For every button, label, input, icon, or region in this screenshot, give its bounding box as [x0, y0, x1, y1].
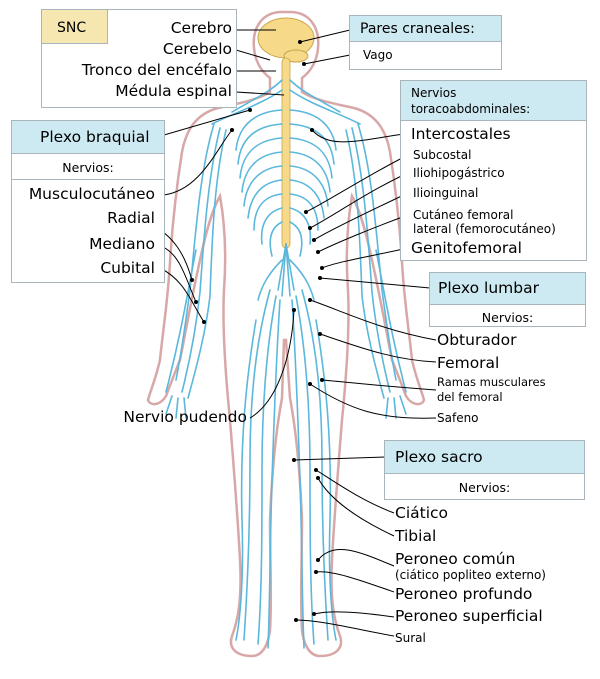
plexo-lumbar-subtitle: Nervios:	[481, 310, 534, 325]
body-outline	[146, 10, 426, 658]
plexo-sacro-header: Plexo sacro	[385, 441, 584, 474]
label-intercostales: Intercostales	[411, 125, 511, 143]
label-ciatico-popliteo-externo: (ciático popliteo externo)	[395, 568, 546, 582]
label-ilioinguinal: Ilioinguinal	[413, 186, 479, 200]
label-iliohipogastrico: Iliohipogástrico	[413, 166, 505, 180]
pares-craneales-header: Pares craneales:	[350, 16, 501, 42]
label-medula-espinal: Médula espinal	[115, 82, 232, 100]
plexo-braquial-subtitle: Nervios:	[62, 160, 114, 175]
spinal-cord	[281, 57, 291, 249]
plexo-braquial-box: Plexo braquial Nervios:	[11, 120, 165, 283]
plexo-sacro-subtitle-row: Nervios:	[385, 474, 584, 500]
label-nervio-pudendo: Nervio pudendo	[123, 408, 247, 426]
plexo-braquial-header: Plexo braquial	[12, 121, 164, 154]
pares-craneales-box: Pares craneales: Vago	[349, 15, 502, 70]
label-peroneo-profundo: Peroneo profundo	[395, 585, 533, 603]
label-cubital: Cubital	[100, 259, 155, 277]
label-ciatico: Ciático	[395, 504, 449, 522]
snc-title: SNC	[57, 20, 87, 36]
plexo-lumbar-subtitle-row: Nervios:	[430, 305, 585, 327]
label-obturador: Obturador	[437, 331, 517, 349]
label-tibial: Tibial	[395, 527, 437, 545]
label-vago: Vago	[363, 48, 393, 62]
label-femoral: Femoral	[437, 354, 500, 372]
toracoabdominales-header: Nervios toracoabdominales:	[401, 81, 586, 121]
plexo-sacro-box: Plexo sacro Nervios:	[384, 440, 585, 500]
label-del-femoral: del femoral	[437, 390, 503, 404]
plexo-sacro-subtitle: Nervios:	[458, 480, 511, 495]
cerebellum	[283, 49, 309, 63]
snc-title-cell: SNC	[42, 10, 108, 44]
label-safeno: Safeno	[437, 411, 479, 425]
label-cerebro: Cerebro	[170, 19, 232, 37]
label-cerebelo: Cerebelo	[162, 40, 232, 58]
toracoabdominales-title-line1: Nervios	[411, 86, 457, 100]
label-ramas-musculares: Ramas musculares	[437, 375, 546, 389]
plexo-braquial-title: Plexo braquial	[40, 128, 150, 146]
plexo-lumbar-box: Plexo lumbar Nervios:	[429, 272, 586, 327]
nerve-network	[165, 79, 407, 649]
label-peroneo-superficial: Peroneo superficial	[395, 607, 543, 625]
plexo-lumbar-title: Plexo lumbar	[438, 279, 539, 297]
label-subcostal: Subcostal	[413, 148, 472, 162]
toracoabdominales-title-line2: toracoabdominales:	[411, 102, 531, 116]
label-mediano: Mediano	[89, 235, 155, 253]
label-genitofemoral: Genitofemoral	[411, 239, 522, 257]
label-tronco-del-encefalo: Tronco del encéfalo	[81, 61, 232, 79]
label-cutaneo-femoral-lateral: lateral (femorocutáneo)	[413, 222, 556, 236]
pares-craneales-title: Pares craneales:	[360, 21, 475, 37]
snc-box: SNC	[41, 9, 237, 108]
label-peroneo-comun: Peroneo común	[395, 550, 516, 568]
pointer-dots	[190, 40, 324, 622]
label-musculocutaneo: Musculocutáneo	[28, 185, 155, 203]
label-radial: Radial	[107, 209, 155, 227]
toracoabdominales-box: Nervios toracoabdominales:	[400, 80, 587, 261]
label-cutaneo-femoral: Cutáneo femoral	[413, 208, 514, 222]
plexo-braquial-subtitle-row: Nervios:	[12, 154, 164, 180]
plexo-sacro-title: Plexo sacro	[395, 448, 483, 466]
plexo-lumbar-header: Plexo lumbar	[430, 273, 585, 305]
label-sural: Sural	[395, 631, 426, 645]
